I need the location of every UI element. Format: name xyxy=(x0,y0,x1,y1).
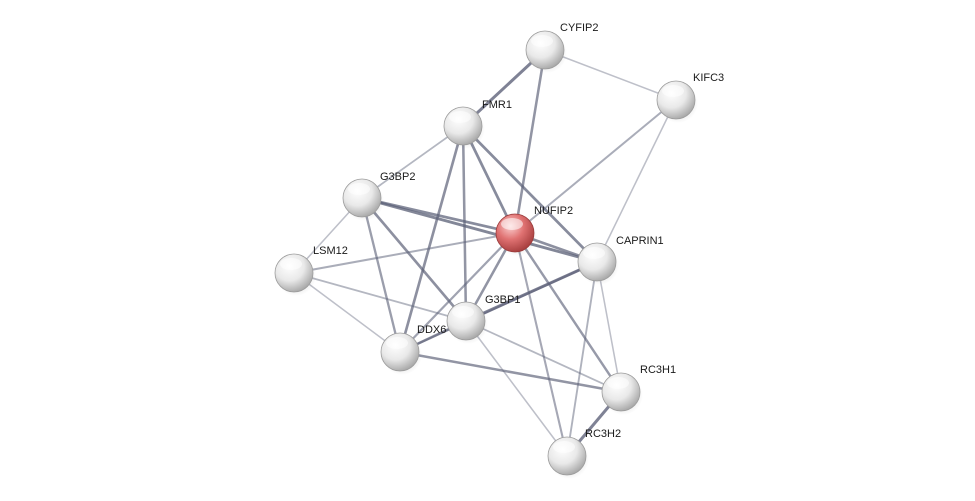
node-nufip2[interactable]: NUFIP2 xyxy=(495,205,573,256)
edge-fmr1-ddx6 xyxy=(398,124,465,354)
node-label: G3BP2 xyxy=(380,171,415,183)
node-label: RC3H1 xyxy=(640,364,676,376)
node-highlight xyxy=(531,35,553,47)
node-g3bp2[interactable]: G3BP2 xyxy=(342,171,415,221)
edge-kifc3-nufip2 xyxy=(514,99,677,234)
edge-g3bp2-ddx6 xyxy=(360,196,402,354)
node-highlight xyxy=(386,337,408,349)
edge-fmr1-g3bp1 xyxy=(461,124,468,323)
edge-nufip2-lsm12 xyxy=(293,232,516,274)
node-caprin1[interactable]: CAPRIN1 xyxy=(577,235,664,285)
node-rc3h1[interactable]: RC3H1 xyxy=(601,364,676,415)
node-highlight xyxy=(553,441,575,453)
edge-fmr1-g3bp2 xyxy=(361,125,464,199)
edge-nufip2-rc3h1 xyxy=(513,231,623,394)
node-fmr1[interactable]: FMR1 xyxy=(443,99,512,149)
node-label: CYFIP2 xyxy=(560,22,599,34)
node-g3bp1[interactable]: G3BP1 xyxy=(446,294,520,344)
edge-g3bp1-rc3h2 xyxy=(465,320,568,457)
edge-cyfip2-nufip2 xyxy=(513,48,547,235)
edge-cyfip2-kifc3 xyxy=(544,49,677,101)
node-highlight xyxy=(452,306,474,318)
node-highlight xyxy=(501,218,523,230)
node-lsm12[interactable]: LSM12 xyxy=(274,245,348,296)
node-label: G3BP1 xyxy=(485,294,520,306)
node-highlight xyxy=(280,258,302,270)
node-label: KIFC3 xyxy=(693,72,724,84)
edge-g3bp2-caprin1 xyxy=(360,196,599,264)
node-highlight xyxy=(449,111,471,123)
node-label: RC3H2 xyxy=(585,428,621,440)
node-label: FMR1 xyxy=(482,99,512,111)
node-cyfip2[interactable]: CYFIP2 xyxy=(525,22,599,73)
edge-nufip2-ddx6 xyxy=(398,231,517,354)
edge-fmr1-caprin1 xyxy=(461,124,599,264)
node-rc3h2[interactable]: RC3H2 xyxy=(547,428,621,479)
edge-g3bp1-rc3h1 xyxy=(465,320,622,393)
edge-kifc3-caprin1 xyxy=(596,99,677,263)
node-highlight xyxy=(348,183,370,195)
node-label: CAPRIN1 xyxy=(616,235,664,247)
node-highlight xyxy=(607,377,629,389)
node-highlight xyxy=(583,247,605,259)
edge-ddx6-rc3h1 xyxy=(398,350,623,394)
edge-nufip2-rc3h2 xyxy=(513,231,569,458)
edge-caprin1-rc3h2 xyxy=(566,261,598,457)
node-label: DDX6 xyxy=(417,324,446,336)
node-kifc3[interactable]: KIFC3 xyxy=(656,72,724,123)
edges-layer xyxy=(293,48,677,458)
node-highlight xyxy=(662,85,684,97)
edge-lsm12-g3bp1 xyxy=(293,272,467,322)
node-label: NUFIP2 xyxy=(534,205,573,217)
node-ddx6[interactable]: DDX6 xyxy=(380,324,446,375)
node-label: LSM12 xyxy=(313,245,348,257)
nodes-layer: CYFIP2KIFC3FMR1G3BP2NUFIP2CAPRIN1LSM12G3… xyxy=(274,22,724,479)
